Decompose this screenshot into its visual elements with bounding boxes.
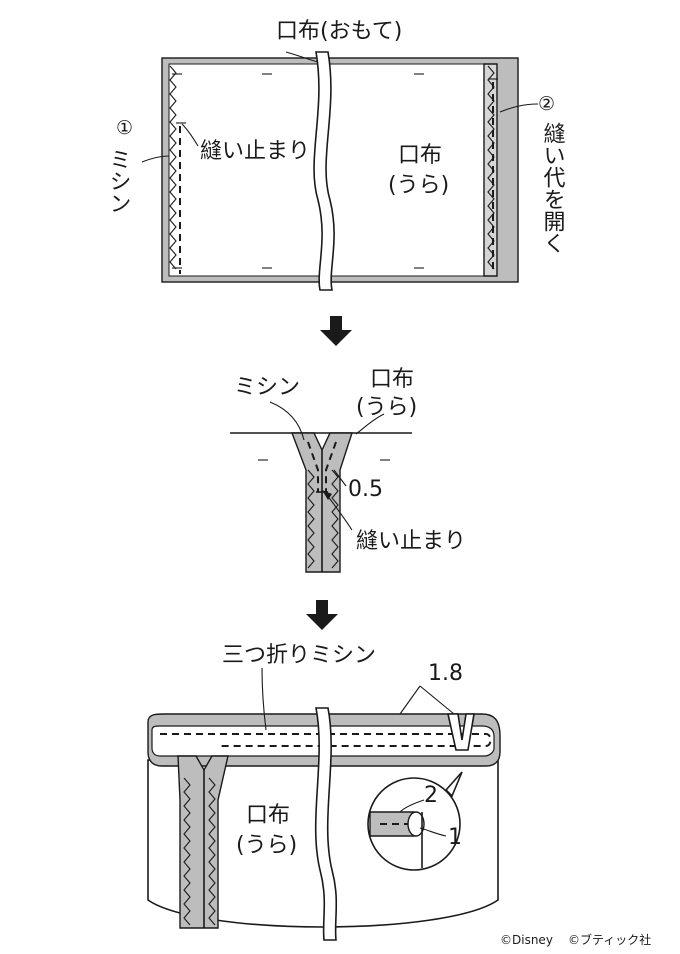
- label-fabric-back-6: (うら): [236, 833, 297, 858]
- down-arrow-1: [320, 316, 352, 346]
- label-inset-1: 1: [448, 825, 462, 850]
- copyright-disney: ©Disney: [500, 933, 553, 947]
- label-step2-open: 縫い代を開く: [540, 122, 566, 254]
- leader-fabric-front: [285, 51, 319, 63]
- leader-machine-1: [141, 155, 170, 163]
- step3-panel: [147, 667, 501, 941]
- label-fold-width: 1.8: [428, 661, 463, 686]
- step3-zigzag-right: [208, 777, 216, 926]
- leader-stitch-stop: [181, 123, 199, 147]
- copyright-boutique: ©ブティック社: [568, 932, 651, 947]
- label-seam-width: 0.5: [348, 477, 383, 502]
- label-fabric-back-1: 口布: [398, 143, 442, 168]
- label-step1-machine: ミシン: [106, 148, 131, 214]
- band-stitch: [160, 733, 492, 747]
- label-machine: ミシン: [234, 375, 300, 400]
- label-step2-num: ②: [538, 93, 555, 115]
- leader-triple-fold: [261, 667, 267, 731]
- step2-zigzag-right: [331, 469, 339, 569]
- band-notch: [447, 713, 475, 751]
- step2-zigzag-left: [307, 469, 315, 569]
- leader-machine-2: [269, 401, 305, 441]
- open-seam-allowance: [483, 63, 498, 277]
- label-stitch-stop-2: 縫い止まり: [356, 529, 466, 554]
- label-fabric-back-3: 口布: [370, 367, 414, 392]
- leader-open: [499, 103, 539, 113]
- left-zigzag-edge: [169, 65, 177, 270]
- leader-seam-width: [333, 469, 347, 487]
- label-step1-num: ①: [116, 117, 133, 139]
- label-fabric-front: 口布(おもて): [276, 19, 402, 44]
- leader-fold-width-a: [399, 685, 421, 715]
- down-arrow-2: [306, 600, 338, 630]
- label-inset-2: 2: [424, 783, 438, 808]
- label-triple-fold: 三つ折りミシン: [222, 643, 376, 668]
- step3-zigzag-left: [183, 777, 191, 926]
- center-break: [313, 51, 335, 291]
- step2-panel: [230, 401, 412, 573]
- label-fabric-back-2: (うら): [388, 173, 449, 198]
- label-fabric-back-4: (うら): [356, 395, 417, 420]
- leader-inset-2: [399, 799, 425, 813]
- step1-panel: [141, 51, 539, 291]
- arrowhead-stitch-stop: [322, 490, 332, 500]
- leader-inset-1: [419, 827, 447, 837]
- inset-pointer: [444, 771, 463, 798]
- stitch-dashed-left: [307, 441, 319, 492]
- leader-fold-width-b: [419, 685, 455, 715]
- center-break-3: [314, 707, 338, 941]
- stitch-dashed-right: [325, 441, 337, 492]
- label-stitch-stop-top: 縫い止まり: [200, 139, 310, 164]
- label-fabric-back-5: 口布: [246, 803, 290, 828]
- leader-fabric-back-2: [355, 413, 385, 435]
